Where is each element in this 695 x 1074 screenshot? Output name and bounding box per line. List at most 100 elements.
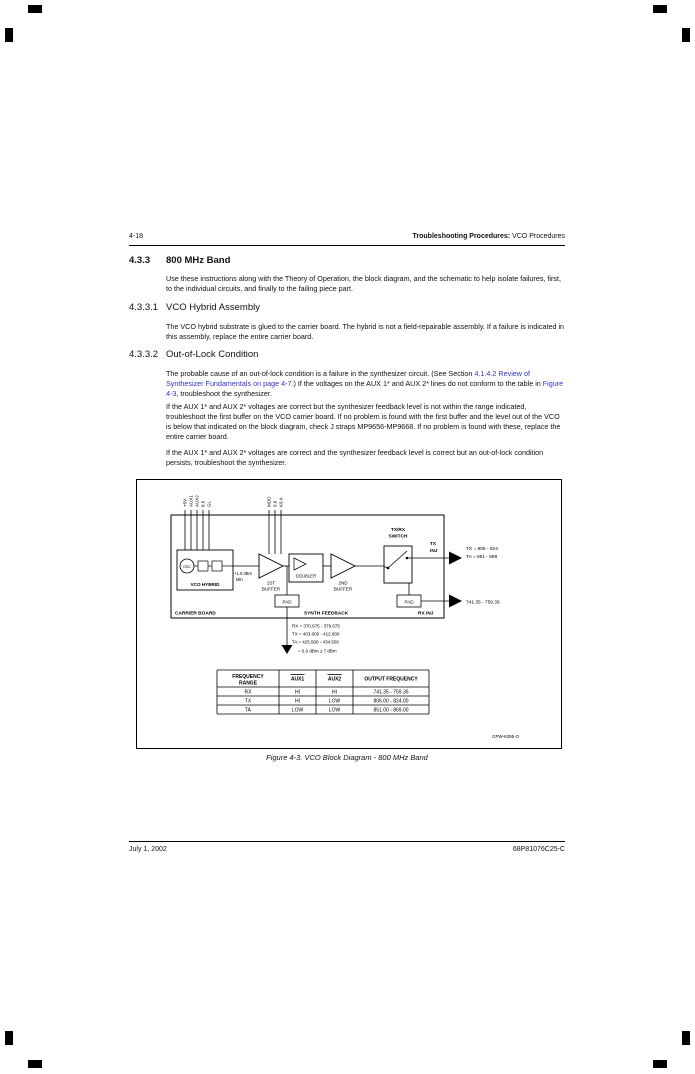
pad-rx-label: PAD	[405, 600, 415, 605]
table-cell: LOW	[329, 708, 341, 714]
header-rule	[129, 245, 565, 247]
crop-mark-top-right-v	[682, 28, 690, 42]
table-cell: LOW	[292, 708, 304, 714]
header-running-title: Troubleshooting Procedures: VCO Procedur…	[413, 233, 565, 240]
paragraph-out-of-lock-1: The probable cause of an out-of-lock con…	[166, 369, 565, 399]
table-header-aux1: AUX1	[291, 677, 305, 683]
vco-hybrid-label: VCO HYBRID	[191, 582, 221, 587]
pin-label-aux2: AUX2	[195, 495, 200, 507]
heading-number: 4.3.3.2	[129, 349, 159, 360]
pin-label-9-6: 9.6	[273, 500, 278, 507]
tx-freq-line2: TA = 851 - 869	[466, 554, 498, 560]
crop-mark-bottom-left-v	[5, 1031, 13, 1045]
tx-arrow	[449, 551, 462, 565]
synth-feedback-label: SYNTH FEEDBACK	[304, 611, 349, 617]
pin-label-5v: +5V	[183, 499, 188, 507]
feedback-freq-rx: RX = 370.675 - 379.675	[292, 624, 340, 629]
feedback-level: = 6.0 dBm ± 7 dBm	[298, 649, 337, 654]
gain-note-min: Min	[236, 577, 243, 582]
table-cell: 806.00 - 824.00	[373, 699, 408, 705]
footer-date: July 1, 2002	[129, 846, 167, 853]
switch-label-line2: SWITCH	[389, 534, 408, 540]
tx-inj-label-line1: TX	[430, 541, 437, 547]
paragraph-out-of-lock-2: If the AUX 1* and AUX 2* voltages are co…	[166, 402, 561, 441]
buffer1-label-line1: 1ST	[267, 581, 276, 586]
table-cell: HI	[295, 690, 300, 696]
crop-mark-top-left-v	[5, 28, 13, 42]
gain-note-dbm: +1.0 dBm	[234, 571, 253, 576]
table-cell: TA	[245, 708, 252, 714]
buffer2-label-line2: BUFFER	[334, 587, 353, 592]
input-pin-lines	[184, 510, 282, 554]
feedback-freq-ta: TA = 425.500 - 434.500	[292, 640, 339, 645]
pin-label-k9-4: K9.4	[279, 497, 284, 507]
buffer1-triangle	[258, 553, 285, 579]
osc-label: OSC	[183, 565, 191, 569]
table-cell: RX	[245, 690, 253, 696]
carrier-board-label: CARRIER BOARD	[175, 611, 216, 617]
header-page-number: 4-18	[129, 233, 144, 240]
vco-hybrid-block: OSC VCO HYBRID	[176, 549, 234, 591]
paragraph-intro: Use these instructions along with the Th…	[166, 274, 561, 293]
p3-text-2: .) If the voltages on the AUX 1* and AUX…	[291, 379, 543, 388]
drawing-number: GPW-6395-O	[492, 734, 520, 739]
switch-label-line1: TX/RX	[391, 527, 406, 533]
table-cell: LOW	[329, 699, 341, 705]
doubler-label: DOUBLER	[296, 574, 316, 579]
tx-inj-label-line2: INJ	[430, 548, 438, 554]
vco-block-diagram: +5V AUX1 AUX2 8.6 GL MOD 9.6 K9.4 OSC	[170, 495, 520, 739]
buffer2-label-line1: 2ND	[338, 581, 348, 586]
footer-part-number: 68P81076C25-C	[512, 846, 565, 853]
tx-freq-line1: TX = 806 - 824	[466, 546, 498, 552]
pin-label-aux1: AUX1	[189, 495, 194, 507]
figure-caption: Figure 4-3. VCO Block Diagram - 800 MHz …	[266, 753, 428, 762]
table-cell: TX	[245, 699, 252, 705]
rx-arrow	[449, 594, 462, 608]
table-header-aux2: AUX2	[328, 677, 342, 683]
crop-mark-bottom-left-h	[28, 1060, 42, 1068]
feedback-arrow	[281, 645, 293, 654]
rx-freq-label: 741.35 - 759.35	[466, 600, 500, 606]
crop-mark-top-right-h	[653, 5, 667, 13]
table-cell: HI	[295, 699, 300, 705]
crop-mark-bottom-right-h	[653, 1060, 667, 1068]
heading-title: VCO Hybrid Assembly	[166, 302, 260, 313]
doubler-block: DOUBLER	[288, 553, 324, 583]
pad-feedback-label: PAD	[283, 600, 293, 605]
frequency-table-grid	[216, 669, 430, 715]
p3-text-3: , troubleshoot the synthesizer.	[176, 389, 272, 398]
carrier-board-box	[170, 514, 445, 619]
table-header-output-frequency: OUTPUT FREQUENCY	[364, 677, 418, 683]
txrx-switch-block	[383, 545, 413, 584]
heading-title: Out-of-Lock Condition	[166, 349, 259, 360]
table-header-frequency: FREQUENCY	[232, 674, 264, 680]
heading-number: 4.3.3	[129, 255, 151, 266]
table-cell: HI	[332, 690, 337, 696]
buffer2-triangle	[330, 553, 357, 579]
header-chapter-bold: Troubleshooting Procedures:	[412, 233, 511, 240]
table-cell: 741.35 - 759.35	[373, 690, 408, 696]
frequency-table-headers: FREQUENCY RANGE AUX1 AUX2 OUTPUT FREQUEN…	[232, 674, 418, 687]
paragraph-out-of-lock-3: If the AUX 1* and AUX 2* voltages are co…	[166, 448, 544, 467]
heading-4-3-3-2: 4.3.3.2 Out-of-Lock Condition	[129, 349, 258, 360]
rx-inj-label: RX INJ	[418, 611, 434, 617]
paragraph-vco-hybrid: The VCO hybrid substrate is glued to the…	[166, 322, 565, 341]
link-synthesizer-fundamentals[interactable]: 4.1.4.2 Review of Synthesizer Fundamenta…	[166, 369, 530, 388]
pin-label-8-6: 8.6	[201, 500, 206, 507]
crop-mark-bottom-right-v	[682, 1031, 690, 1045]
input-pin-labels: +5V AUX1 AUX2 8.6 GL MOD 9.6 K9.4	[183, 495, 284, 507]
table-cell: 851.00 - 869.00	[373, 708, 408, 714]
header-chapter-rest: VCO Procedures	[510, 233, 565, 240]
footer-rule	[129, 841, 565, 843]
pin-label-mod: MOD	[267, 496, 272, 507]
feedback-freq-tx: TX = 403.000 - 412.000	[292, 632, 340, 637]
link-figure-4-3[interactable]: Figure 4-3	[166, 379, 564, 398]
table-header-range: RANGE	[239, 681, 258, 687]
crop-mark-top-left-h	[28, 5, 42, 13]
pin-label-gl: GL	[207, 500, 212, 507]
heading-4-3-3-1: 4.3.3.1 VCO Hybrid Assembly	[129, 302, 260, 313]
buffer1-label-line2: BUFFER	[262, 587, 281, 592]
heading-number: 4.3.3.1	[129, 302, 159, 313]
